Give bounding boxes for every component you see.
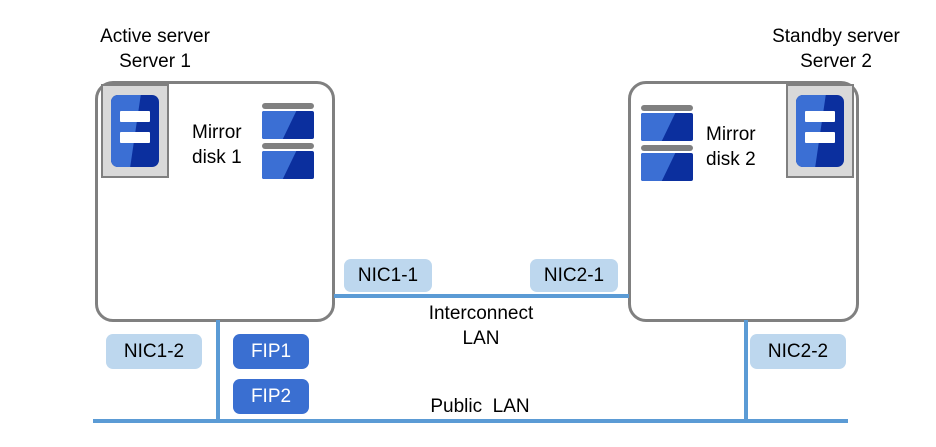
standby-server-caption-line2: Server 2 [800,51,872,72]
public-lan-riser-right [744,320,748,422]
nic-badge-nic2-1[interactable]: NIC2-1 [530,259,618,292]
standby-server-caption-line1: Standby server [772,26,900,47]
mirror-disk-1-label-line2: disk 1 [192,147,242,168]
mirror-disk-2-label-line2: disk 2 [706,149,756,170]
mirror-disk-icon [262,103,314,179]
nic-badge-nic2-2[interactable]: NIC2-2 [750,334,846,369]
fip-badge-fip1[interactable]: FIP1 [233,334,309,369]
server-appliance-icon [101,84,169,178]
interconnect-lan-line [334,294,629,298]
public-lan-line [93,419,848,423]
server-appliance-icon [786,84,854,178]
public-lan-riser-left [216,320,220,422]
active-server-caption-line1: Active server [100,26,210,47]
mirror-disk-2-label-line1: Mirror [706,124,756,145]
nic-badge-nic1-1[interactable]: NIC1-1 [344,259,432,292]
mirror-disk-icon [641,105,693,181]
nic-badge-nic1-2[interactable]: NIC1-2 [106,334,202,369]
fip-badge-fip2[interactable]: FIP2 [233,379,309,414]
interconnect-lan-label-line2: LAN [462,328,500,349]
interconnect-lan-label-line1: Interconnect [428,303,534,324]
public-lan-label: Public LAN [430,396,530,417]
active-server-caption-line2: Server 1 [119,51,191,72]
mirror-disk-1-label-line1: Mirror [192,122,242,143]
